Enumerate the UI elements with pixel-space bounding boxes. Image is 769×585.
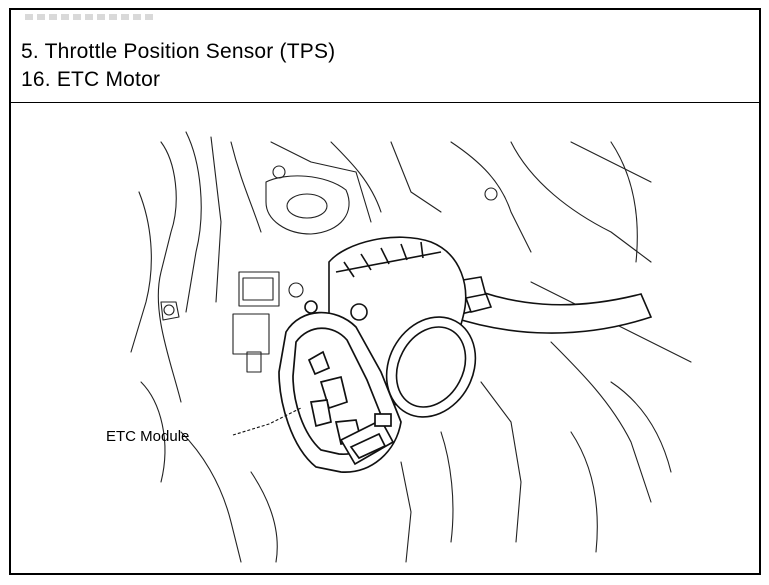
throttle-body-illustration: ETC Module bbox=[11, 102, 759, 573]
callout-etc-module: ETC Module bbox=[106, 428, 189, 445]
figure-frame: 5. Throttle Position Sensor (TPS) 16. ET… bbox=[9, 8, 761, 575]
throttle-body-drawing: ETC Module bbox=[106, 131, 692, 563]
air-hose bbox=[448, 276, 653, 334]
faded-top-text bbox=[25, 14, 155, 20]
caption-line-etc-motor: 16. ETC Motor bbox=[21, 68, 161, 91]
caption-line-tps: 5. Throttle Position Sensor (TPS) bbox=[21, 40, 336, 63]
callout-leader-line bbox=[232, 407, 302, 436]
caption-header: 5. Throttle Position Sensor (TPS) 16. ET… bbox=[11, 10, 759, 103]
etc-module-housing bbox=[278, 311, 402, 473]
